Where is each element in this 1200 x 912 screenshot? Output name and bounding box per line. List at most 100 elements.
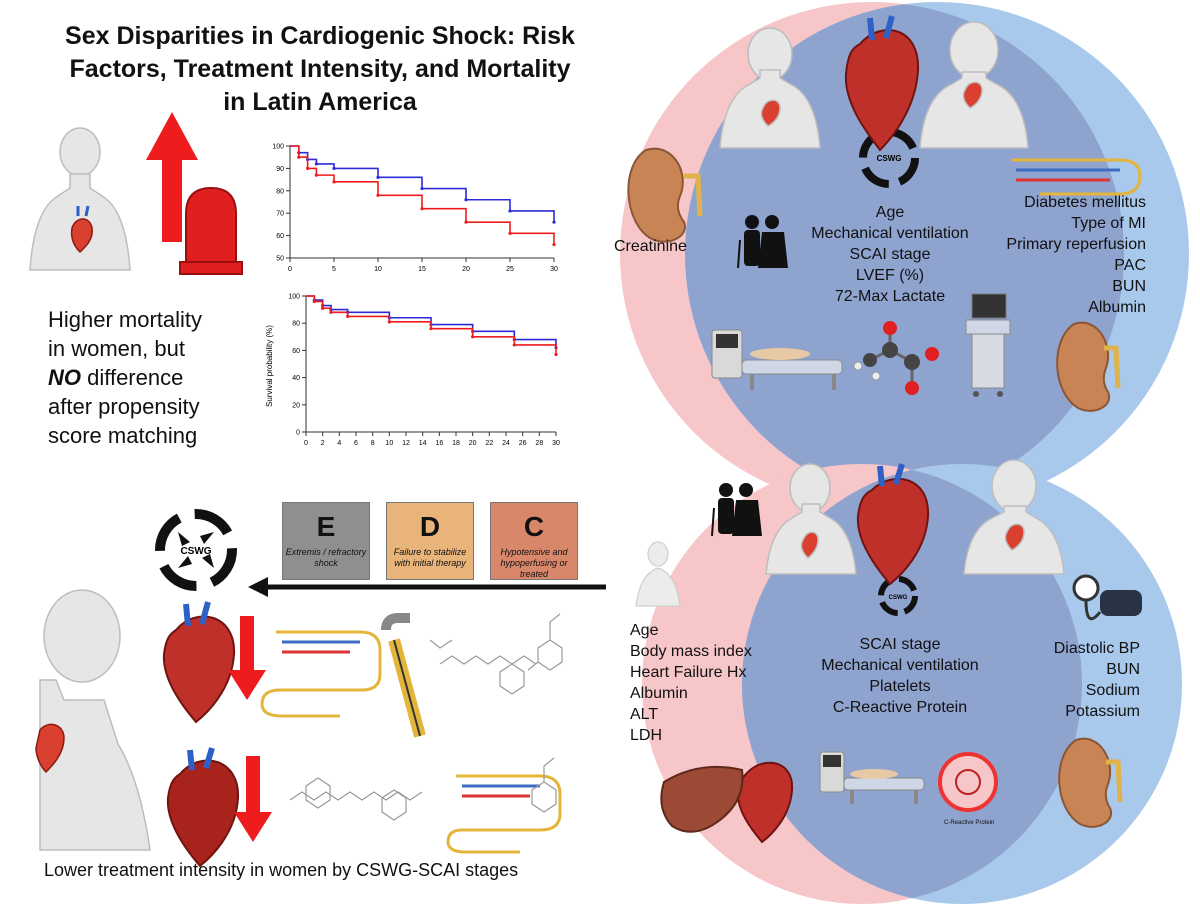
chart2-series-1-point [312, 299, 316, 304]
chart2-x-tick-label: 12 [402, 440, 410, 447]
mortality-line-3-rest: difference [81, 365, 184, 390]
chart2-y-tick-label: 100 [288, 294, 300, 301]
title-line-3: in Latin America [223, 88, 417, 116]
chart2-x-tick-label: 24 [502, 440, 510, 447]
chart1-y-tick-label: 80 [276, 188, 284, 195]
chart2-x-tick-label: 22 [485, 440, 493, 447]
cswg-label-top: CSWG [877, 154, 902, 163]
venn-top-men-list: Diabetes mellitus Type of MI Primary rep… [990, 192, 1146, 318]
chart1-y-tick-label: 50 [276, 256, 284, 263]
man-torso-icon [963, 459, 1065, 575]
footer-caption: Lower treatment intensity in women by CS… [44, 860, 519, 880]
venn-top-shared-list: Age Mechanical ventilation SCAI stage LV… [790, 202, 990, 307]
chart2-x-tick-label: 30 [552, 440, 560, 447]
mortality-summary: Higher mortality in women, but NO differ… [48, 305, 248, 450]
chart2-series-1-point [329, 310, 333, 314]
catheter-device-icon [446, 774, 562, 854]
venn-top-men-item: BUN [1112, 278, 1146, 295]
chart1-x-tick-label: 0 [288, 266, 292, 273]
chart1-series-1-point [420, 207, 424, 211]
kidney-icon [1058, 737, 1123, 828]
mortality-line-5: score matching [48, 423, 198, 448]
venn-bottom-shared-list: SCAI stage Mechanical ventilation Platel… [800, 634, 1000, 718]
kidney-icon [627, 147, 703, 243]
chart2-series-1-point [471, 335, 475, 339]
chart1-y-tick-label: 60 [276, 233, 284, 240]
decrease-arrow-icon [234, 756, 272, 842]
chart2-x-tick-label: 8 [371, 440, 375, 447]
crp-caption: C-Reactive Protein [944, 820, 995, 826]
chart2-x-tick-label: 26 [519, 440, 527, 447]
venn-top-shared-item: Age [875, 204, 905, 221]
chart2-y-tick-label: 40 [292, 375, 300, 382]
chart1-x-tick-label: 30 [550, 266, 558, 273]
chart1-series-1-point [332, 180, 336, 184]
venn-top-shared-item: SCAI stage [849, 246, 931, 263]
stage-box-d: D Failure to stabilize with initial ther… [386, 502, 474, 580]
chart2-x-tick-label: 20 [469, 440, 477, 447]
stage-letter: E [316, 511, 336, 542]
chart2-series-1-point [321, 306, 325, 310]
chart2-series-1-line [306, 295, 557, 355]
venn-top-men-item: Albumin [1088, 299, 1146, 316]
heart-anatomical-icon [166, 747, 240, 868]
venn-top-men-item: PAC [1114, 257, 1146, 274]
woman-torso-icon [719, 27, 821, 149]
kidney-icon [1056, 321, 1121, 412]
mortality-line-3: NO difference [48, 363, 248, 392]
venn-bottom-shared-item: Platelets [869, 678, 931, 695]
chart2-x-tick-label: 6 [354, 440, 358, 447]
crp-protein-icon [938, 752, 998, 812]
chart2-x-tick-label: 4 [337, 440, 341, 447]
overweight-figure-icon [635, 541, 681, 607]
chart1-series-1-point [306, 166, 310, 170]
heart-anatomical-icon [844, 15, 920, 152]
chart1-x-tick-label: 20 [462, 266, 470, 273]
chart2-x-tick-label: 10 [385, 440, 393, 447]
chart1-series-1-point [464, 220, 468, 224]
chart2-x-tick-label: 14 [419, 440, 427, 447]
man-torso-icon [919, 21, 1029, 149]
title-line-2: Factors, Treatment Intensity, and Mortal… [69, 55, 571, 83]
stage-description: Extremis / refractory shock [285, 547, 367, 568]
stage-letter: D [419, 511, 441, 542]
chart1-series-0-point [420, 186, 424, 191]
venn-top-men-item: Type of MI [1071, 215, 1146, 232]
chart2-x-tick-label: 2 [321, 440, 325, 447]
chart2-series-1-point [346, 314, 350, 318]
woman-torso-icon [765, 463, 857, 575]
cswg-label-bottom-venn: CSWG [889, 595, 908, 601]
venn-bottom-shared-item: SCAI stage [859, 636, 941, 653]
venn-bottom-shared-item: Mechanical ventilation [821, 657, 979, 674]
elderly-couple-icon [737, 215, 788, 269]
catheter-device-icon [1012, 158, 1142, 196]
venn-bottom-women-item: Age [630, 622, 659, 639]
blood-pressure-cuff-icon [1072, 574, 1142, 621]
impella-device-icon [381, 613, 426, 738]
ventilator-bed-icon [819, 751, 925, 804]
stage-direction-arrow-icon [248, 577, 606, 597]
chart1-x-tick-label: 10 [374, 266, 382, 273]
cswg-logo-bottom-icon: CSWG [878, 576, 918, 616]
chart2-x-tick-label: 28 [535, 440, 543, 447]
molecule-structure-icon [429, 639, 537, 695]
venn-bottom-men-item: BUN [1106, 661, 1140, 678]
chart2-series-1-point [554, 352, 558, 357]
chart1-y-tick-label: 100 [272, 144, 284, 151]
venn-bottom-men-list: Diastolic BP BUN Sodium Potassium [1010, 638, 1140, 722]
mortality-line-2: in women, but [48, 336, 185, 361]
mortality-line-4: after propensity [48, 394, 200, 419]
venn-bottom-men-item: Sodium [1085, 682, 1140, 699]
chart1-y-tick-label: 70 [276, 211, 284, 218]
venn-top-shared-item: Mechanical ventilation [811, 225, 969, 242]
cswg-logo-icon: CSWG [155, 509, 237, 591]
catheter-device-icon [260, 630, 382, 718]
venn-top-men-item: Diabetes mellitus [1024, 194, 1146, 211]
venn-bottom-women-item: LDH [630, 727, 663, 744]
venn-bottom-men-item: Potassium [1065, 703, 1140, 720]
mortality-no-emphasis: NO [48, 365, 81, 390]
chart2-y-tick-label: 0 [296, 430, 300, 437]
chart1-series-1-point [376, 193, 380, 197]
